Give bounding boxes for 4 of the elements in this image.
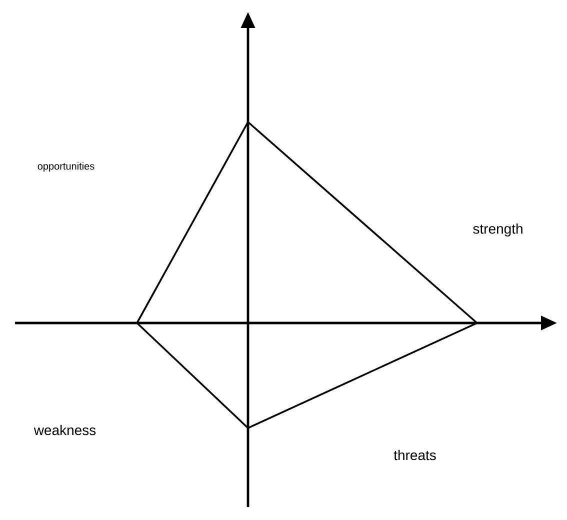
quadrant-label: strength	[473, 223, 522, 237]
quadrant-label: opportunities	[38, 162, 94, 172]
quadrant-label: threats	[394, 450, 436, 460]
quadrant-label: weakness	[34, 424, 96, 436]
